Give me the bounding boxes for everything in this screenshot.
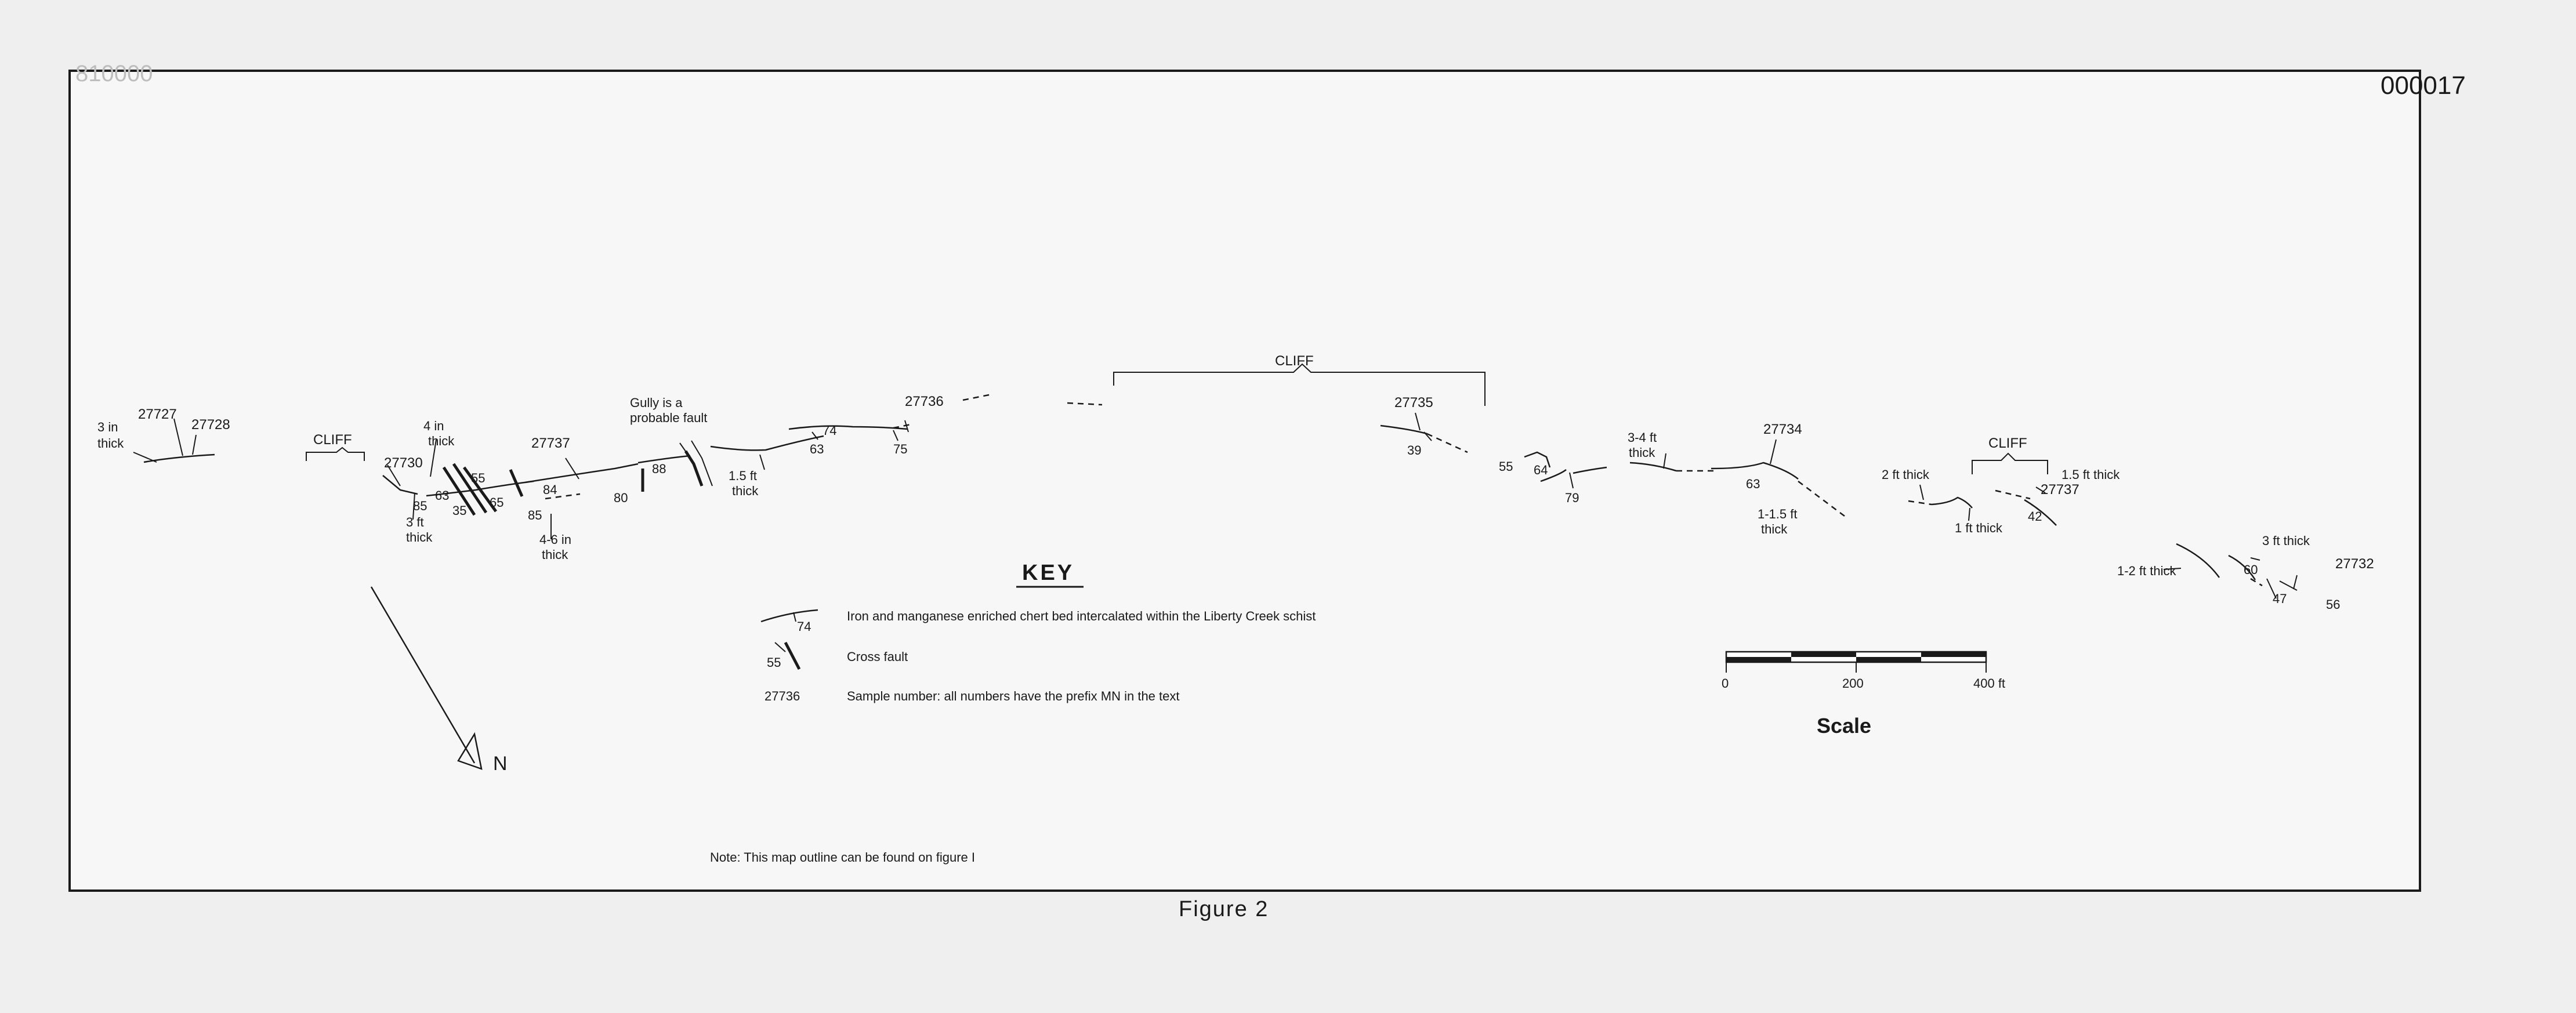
sample-27730: 27730 (384, 455, 423, 471)
key-sample-text: Sample number: all numbers have the pref… (847, 689, 1180, 703)
cliff-right-label: CLIFF (1988, 435, 2027, 451)
sample-27732: 27732 (2335, 556, 2374, 572)
dip-35: 35 (452, 503, 466, 518)
dip-56: 56 (2326, 597, 2340, 612)
dip-85b: 85 (528, 508, 542, 522)
dip-63b: 63 (810, 442, 824, 456)
key-fault-text: Cross fault (847, 649, 908, 664)
note-3ft-thick: 3 ft thick (2262, 533, 2310, 548)
note-gully-line2: probable fault (630, 411, 707, 425)
note-1ft: 1 ft thick (1955, 521, 2003, 535)
scale-bar (1725, 651, 1987, 673)
gully-fault (679, 440, 713, 486)
sample-27735: 27735 (1394, 395, 1433, 411)
note-4-6in-line1: 4-6 in (539, 532, 571, 547)
sample-27734: 27734 (1763, 422, 1802, 437)
cliff-center-label: CLIFF (1275, 353, 1314, 369)
chert-bed-27732 (2163, 543, 2298, 599)
chert-bed-segment-3 (1524, 439, 1845, 517)
dip-55a: 55 (471, 471, 485, 485)
note-4in-line1: 4 in (423, 419, 444, 433)
note-3in-line2: thick (97, 436, 124, 451)
note-1.5ft-line2: thick (732, 484, 759, 498)
note-3-4ft-line1: 3-4 ft (1628, 430, 1657, 445)
north-arrow (370, 586, 483, 770)
sample-27736: 27736 (905, 394, 944, 409)
chert-bed-segment-4 (1908, 484, 2057, 526)
dip-80: 80 (614, 491, 628, 505)
sample-27737b: 27737 (2041, 482, 2079, 498)
note-1.5ft-right: 1.5 ft thick (2061, 467, 2120, 482)
note-3ft-line2: thick (406, 530, 433, 544)
cliff-left-bracket (306, 446, 365, 461)
sheet-number: 000017 (2381, 71, 2466, 100)
note-4-6in-line2: thick (542, 547, 568, 562)
dip-63a: 63 (435, 488, 449, 503)
dip-84: 84 (543, 482, 557, 497)
dip-75: 75 (893, 442, 907, 456)
cliff-center-bracket (1113, 363, 1486, 406)
note-3ft-line1: 3 ft (406, 515, 424, 529)
scale-title: Scale (1817, 714, 1871, 738)
scale-tick-0: 0 (1722, 676, 1729, 691)
key-fault-symbol (774, 641, 801, 670)
scale-tick-400: 400 ft (1973, 676, 2005, 691)
note-gully-line1: Gully is a (630, 395, 683, 410)
dip-85a: 85 (413, 499, 427, 513)
dip-39: 39 (1407, 443, 1421, 458)
dip-60: 60 (2244, 562, 2258, 577)
chert-bed-segment-1 (382, 439, 691, 539)
map-note: Note: This map outline can be found on f… (710, 850, 975, 865)
note-1.5ft-line1: 1.5 ft (729, 469, 757, 483)
note-1-1.5ft-line1: 1-1.5 ft (1758, 507, 1797, 521)
key-chert-symbol (760, 609, 818, 623)
faint-sheet-number: 810000 (75, 61, 153, 86)
figure-label: Figure 2 (1179, 897, 1269, 921)
note-3in-line1: 3 in (97, 420, 118, 434)
cliff-right-bracket (1972, 452, 2048, 474)
note-2ft: 2 ft thick (1882, 467, 1930, 482)
note-1-2ft: 1-2 ft thick (2117, 564, 2176, 578)
sample-27737: 27737 (531, 435, 570, 451)
dip-42: 42 (2028, 509, 2042, 524)
key-title: KEY (1022, 561, 1074, 585)
key-fault-dip: 55 (767, 655, 781, 670)
dip-55b: 55 (1499, 459, 1513, 474)
scale-tick-200: 200 (1842, 676, 1864, 691)
dip-88: 88 (652, 462, 666, 476)
chert-bed-27727 (133, 418, 215, 463)
cliff-left-label: CLIFF (313, 432, 352, 448)
chert-bed-27735 (1380, 412, 1468, 453)
key-chert-dip: 74 (797, 619, 811, 634)
dip-63c: 63 (1746, 477, 1760, 491)
dip-74: 74 (823, 423, 836, 438)
key-chert-text: Iron and manganese enriched chert bed in… (847, 609, 1316, 623)
map-frame (68, 70, 2421, 892)
dip-79: 79 (1565, 491, 1579, 505)
sample-27728: 27728 (191, 417, 230, 433)
sample-27727: 27727 (138, 406, 177, 422)
key-sample-example: 27736 (765, 689, 800, 703)
dip-65: 65 (490, 495, 503, 510)
north-arrow-label: N (493, 753, 508, 775)
dip-64: 64 (1534, 463, 1548, 477)
chert-bed-segment-2 (710, 393, 1103, 470)
note-4in-line2: thick (428, 434, 455, 448)
note-1-1.5ft-line2: thick (1761, 522, 1788, 536)
dip-47: 47 (2273, 591, 2287, 606)
note-3-4ft-line2: thick (1629, 445, 1655, 460)
